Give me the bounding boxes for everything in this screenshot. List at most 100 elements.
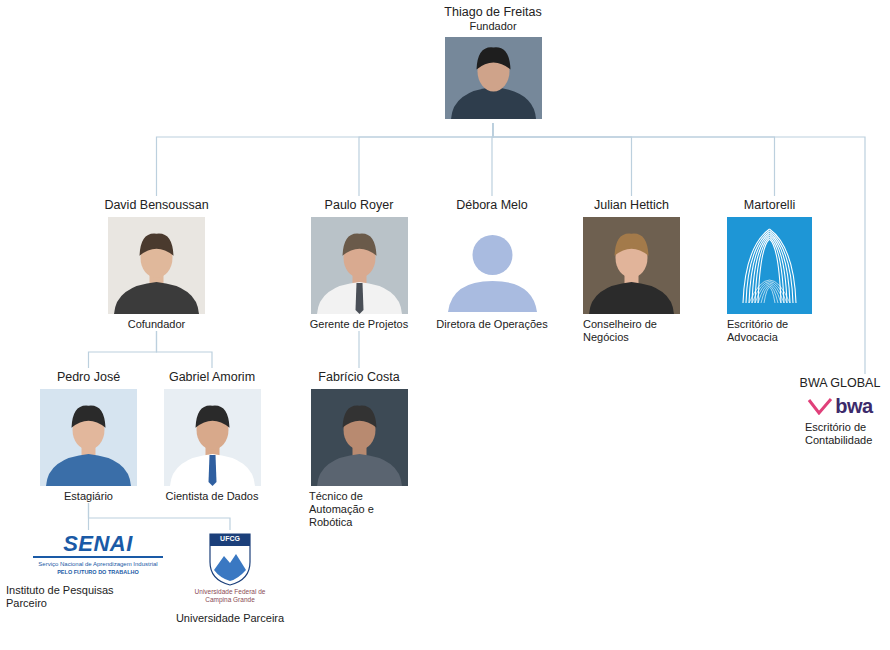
avatar-head: [472, 235, 512, 275]
logo-subtitle: Serviço Nacional de Aprendizagem Industr…: [33, 560, 163, 568]
reporting-line: [89, 503, 231, 530]
member-name: Julian Hettich: [583, 198, 680, 213]
logo-strand: [758, 239, 770, 303]
member-role: Diretora de Operações: [427, 318, 557, 331]
photo-background: [311, 217, 408, 314]
photo-body: [114, 282, 199, 314]
reporting-line: [493, 123, 632, 196]
photo-hair: [615, 234, 649, 256]
org-member: David BensoussanCofundador: [98, 196, 215, 331]
member-role: Técnico de Automação e Robótica: [309, 490, 409, 529]
photo-hair: [342, 406, 376, 428]
photo-tie: [208, 455, 216, 486]
logo-strand: [755, 237, 770, 303]
logo-strand: [770, 237, 785, 303]
photo-body: [317, 454, 402, 486]
member-role: Escritório de Advocacia: [727, 318, 822, 344]
logo-strand: [770, 235, 788, 303]
org-member: Gabriel AmorimCientista de Dados: [157, 368, 267, 503]
avatar-placeholder: [444, 217, 541, 314]
org-member: Thiago de FreitasFundador: [428, 3, 558, 123]
logo-strand: [752, 282, 787, 304]
photo-hair: [476, 47, 510, 69]
org-member: UFCG Universidade Federal de Campina Gran…: [170, 530, 290, 625]
logo-slogan: PELO FUTURO DO TRABALHO: [33, 568, 163, 576]
photo-body: [170, 454, 255, 486]
person-photo: [311, 217, 408, 314]
logo-background: [727, 217, 812, 314]
member-name: Paulo Royer: [290, 198, 428, 213]
member-name: Pedro José: [40, 370, 137, 385]
university-logo: UFCG: [208, 532, 252, 586]
member-name: Fabrício Costa: [309, 370, 409, 385]
photo-background: [40, 389, 137, 486]
member-name: Gabriel Amorim: [157, 370, 267, 385]
photo-hair: [140, 234, 174, 256]
org-member: Débora MeloDiretora de Operações: [427, 196, 557, 331]
org-member: Pedro JoséEstagiário: [40, 368, 137, 503]
member-role: Cofundador: [98, 318, 215, 331]
photo-background: [445, 37, 542, 119]
member-name: Thiago de Freitas: [428, 5, 558, 20]
photo-tie: [355, 283, 363, 314]
org-member: Paulo RoyerGerente de Projetos: [290, 196, 428, 331]
photo-hair: [195, 406, 229, 428]
reporting-line: [358, 331, 359, 368]
logo-text: UFCG: [208, 532, 252, 544]
research-institute-logo: SENAIServiço Nacional de Aprendizagem In…: [33, 532, 163, 576]
member-name: David Bensoussan: [98, 198, 215, 213]
photo-background: [311, 389, 408, 486]
person-photo: [445, 37, 542, 119]
photo-body: [451, 87, 536, 119]
reporting-line: [89, 331, 157, 368]
member-role: Conselheiro de Negócios: [583, 318, 680, 344]
photo-background: [583, 217, 680, 314]
reporting-line: [493, 123, 865, 374]
person-photo: [108, 217, 205, 314]
logo-check-mark: [807, 397, 833, 415]
person-photo: [164, 389, 261, 486]
shield-mountain: [214, 554, 246, 581]
logo-strand: [761, 286, 778, 303]
reporting-line: [359, 123, 493, 196]
member-name: BWA GLOBAL: [795, 376, 885, 391]
member-role: Escritório de Contabilidade: [805, 421, 885, 447]
member-role: Fundador: [428, 20, 558, 33]
reporting-line: [493, 123, 775, 196]
logo-strand: [764, 288, 775, 304]
logo-strand: [752, 235, 770, 303]
logo-subtitle: Universidade Federal de Campina Grande: [185, 588, 275, 604]
avatar-body: [448, 281, 537, 312]
logo-strand: [743, 229, 770, 303]
org-member: Fabrício CostaTécnico de Automação e Rob…: [309, 368, 409, 529]
member-role: Cientista de Dados: [157, 490, 267, 503]
photo-background: [164, 389, 261, 486]
member-role: Universidade Parceira: [170, 612, 290, 625]
logo-strand: [758, 285, 781, 304]
org-member: BWA GLOBAL bwaEscritório de Contabilidade: [795, 374, 885, 447]
person-photo: [40, 389, 137, 486]
logo-text: bwa: [835, 395, 872, 417]
member-role: Estagiário: [40, 490, 137, 503]
reporting-line: [157, 123, 494, 196]
logo-strand: [770, 229, 797, 303]
photo-hair: [342, 234, 376, 256]
member-name: Débora Melo: [427, 198, 557, 213]
photo-background: [108, 217, 205, 314]
reporting-line: [157, 331, 213, 368]
photo-body: [317, 282, 402, 314]
org-member: SENAIServiço Nacional de Aprendizagem In…: [6, 530, 171, 610]
person-photo: [583, 217, 680, 314]
person-photo: [311, 389, 408, 486]
logo-strand: [746, 231, 770, 303]
member-role: Instituto de Pesquisas Parceiro: [6, 584, 121, 610]
logo-strand: [770, 239, 782, 303]
photo-body: [46, 454, 131, 486]
org-member: Julian HettichConselheiro de Negócios: [583, 196, 680, 344]
law-firm-logo: [727, 217, 812, 314]
org-member: MartorelliEscritório de Advocacia: [727, 196, 822, 344]
logo-strand: [770, 231, 794, 303]
photo-hair: [72, 406, 106, 428]
member-role: Gerente de Projetos: [290, 318, 428, 331]
